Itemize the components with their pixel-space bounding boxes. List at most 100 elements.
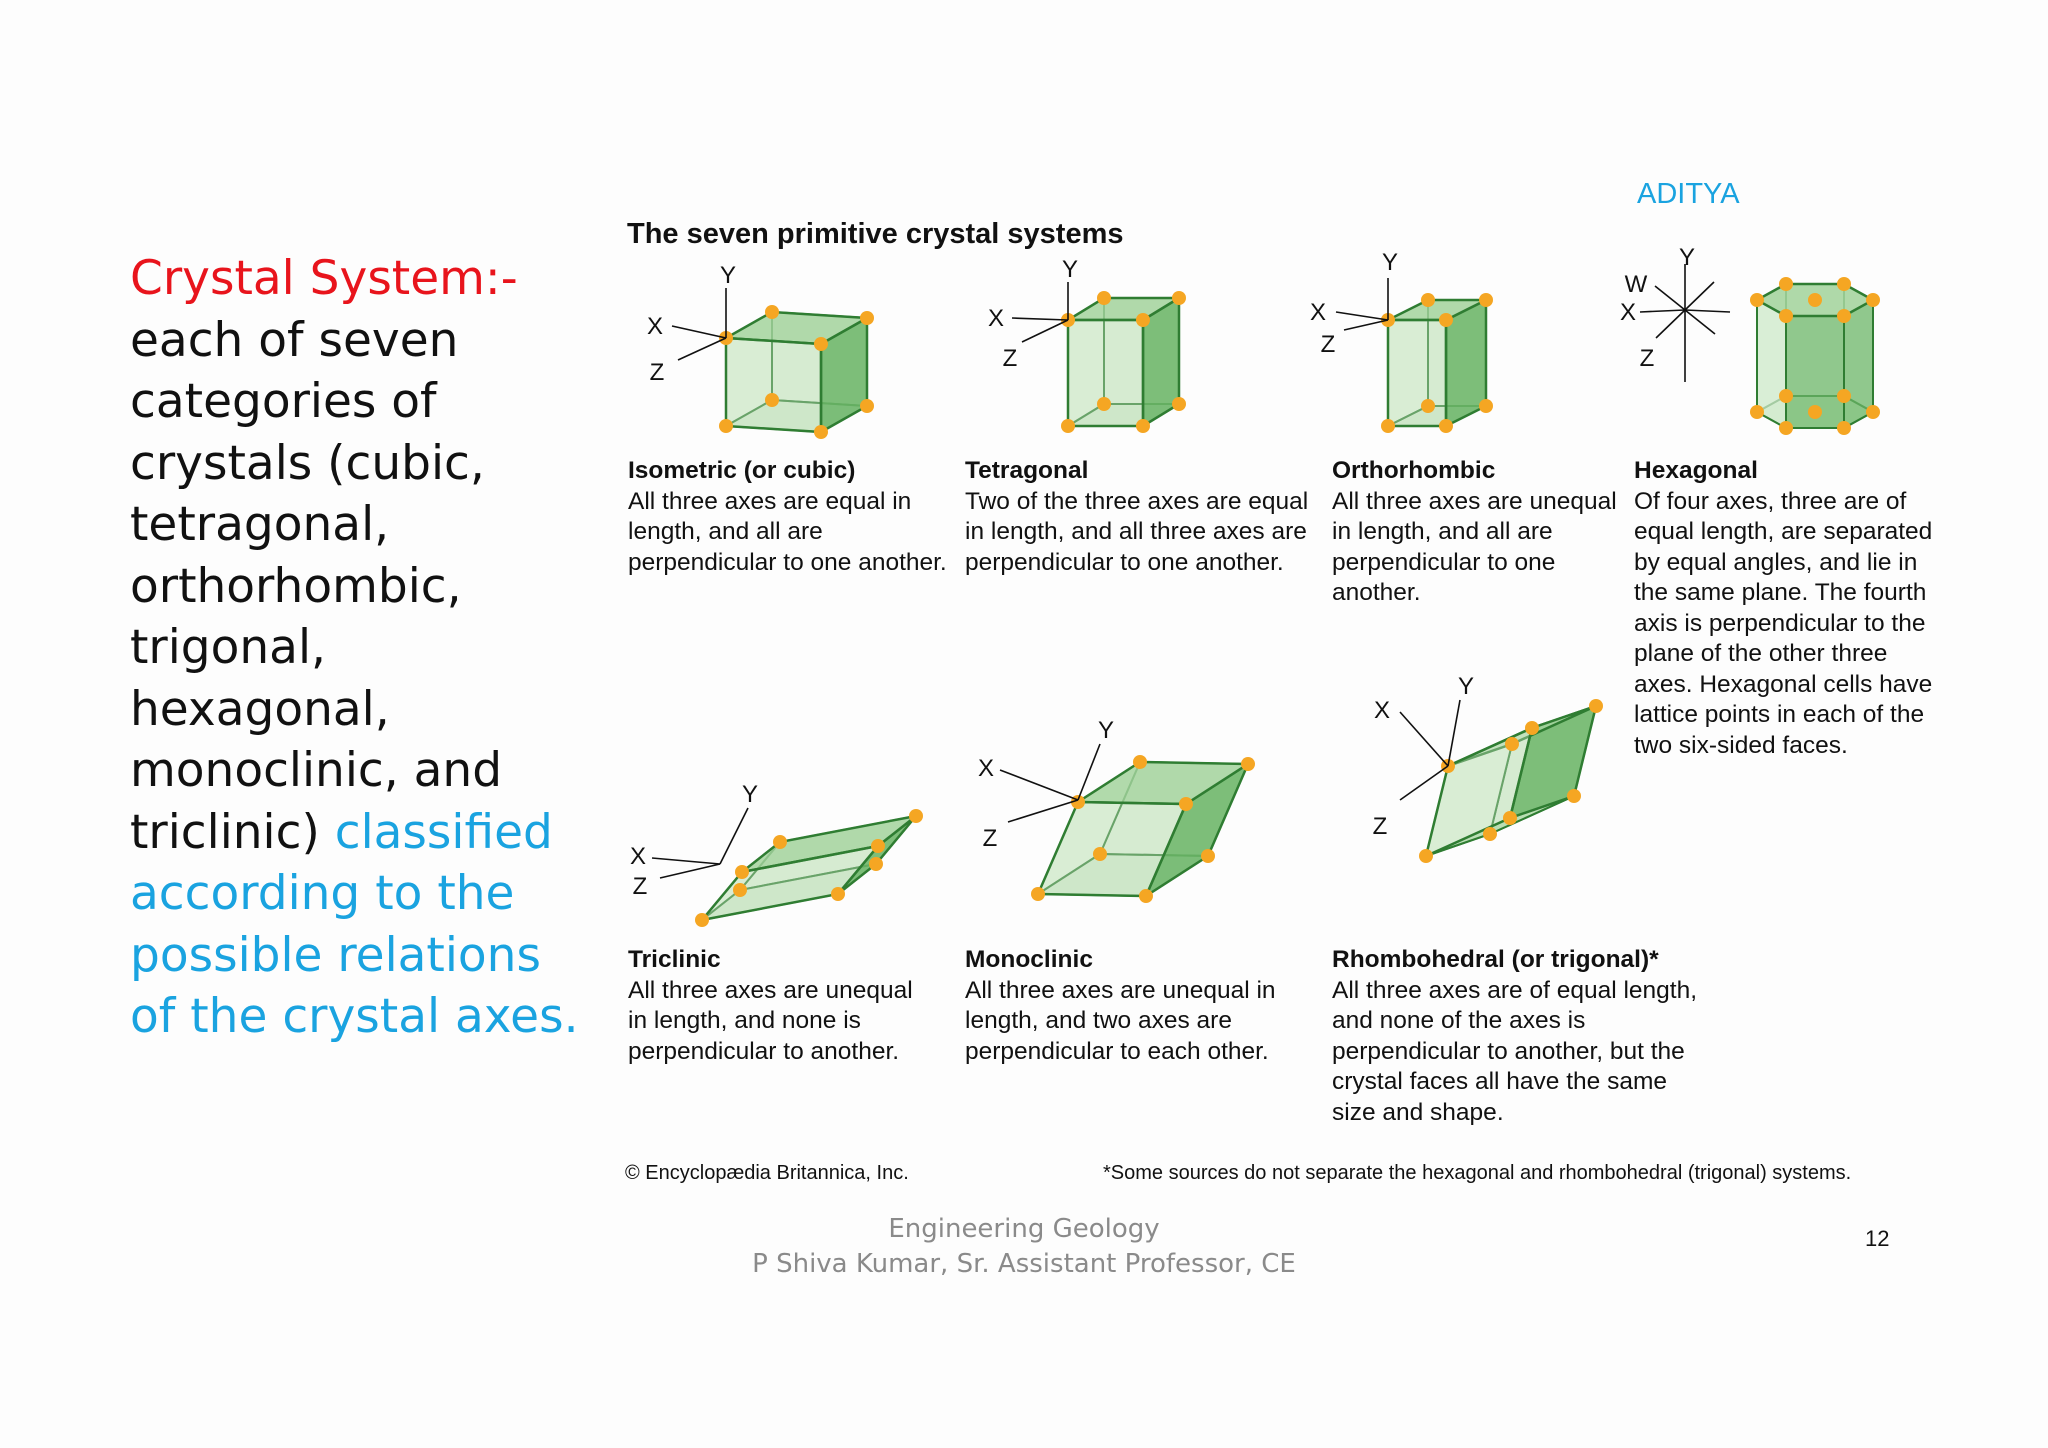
axis-label: X: [1620, 299, 1636, 326]
lattice-point: [695, 913, 709, 927]
lattice-point: [1779, 277, 1793, 291]
axis-label: Y: [720, 262, 736, 289]
axis-label: Y: [742, 781, 758, 808]
axis-line: [1399, 765, 1449, 801]
lattice-point: [1503, 811, 1517, 825]
axis-line: [1399, 711, 1449, 767]
brand-logo-text: ADITYA: [1637, 178, 1740, 210]
lattice-point: [719, 419, 733, 433]
axis-line: [1654, 285, 1686, 311]
lattice-point: [1525, 721, 1539, 735]
lattice-point: [1567, 789, 1581, 803]
axis-line: [659, 863, 721, 879]
lattice-point: [860, 399, 874, 413]
monoclinic-cell: YXZ: [978, 717, 1255, 903]
system-name: Rhombohedral (or trigonal)*: [1332, 946, 1659, 973]
axis-line: [1343, 319, 1389, 331]
lattice-point: [1201, 849, 1215, 863]
lattice-point: [1837, 277, 1851, 291]
lattice-point: [735, 865, 749, 879]
definition-body: each of seven categories of crystals (cu…: [130, 312, 503, 860]
system-name: Tetragonal: [965, 457, 1089, 484]
cubic-cell: YXZ: [647, 262, 874, 439]
axis-line: [1684, 281, 1715, 311]
axis-label: Z: [1321, 331, 1336, 358]
system-tetragonal: Tetragonal Two of the three axes are equ…: [965, 456, 1320, 578]
definition-heading: Crystal System:-: [130, 251, 518, 306]
system-description: Two of the three axes are equal in lengt…: [965, 487, 1309, 576]
axis-label: Z: [633, 873, 648, 900]
lattice-point: [1866, 293, 1880, 307]
system-hexagonal: Hexagonal Of four axes, three are of equ…: [1634, 456, 1934, 761]
lattice-point: [871, 839, 885, 853]
system-orthorhombic: Orthorhombic All three axes are unequal …: [1332, 456, 1622, 609]
triclinic-cell: YXZ: [630, 781, 923, 927]
axis-line: [1007, 799, 1079, 823]
axis-label: Y: [1062, 256, 1078, 283]
footer-course: Engineering Geology: [888, 1214, 1160, 1244]
lattice-point: [1421, 293, 1435, 307]
lattice-point: [773, 835, 787, 849]
axis-line: [999, 769, 1079, 801]
lattice-point: [1097, 397, 1111, 411]
system-name: Triclinic: [628, 946, 721, 973]
lattice-point: [831, 887, 845, 901]
lattice-point: [1808, 293, 1822, 307]
lattice-point: [909, 809, 923, 823]
axis-line: [677, 337, 727, 361]
lattice-point: [1172, 291, 1186, 305]
lattice-point: [1419, 849, 1433, 863]
system-isometric: Isometric (or cubic) All three axes are …: [628, 456, 948, 578]
lattice-point: [1439, 419, 1453, 433]
lattice-point: [1439, 313, 1453, 327]
system-name: Monoclinic: [965, 946, 1093, 973]
axis-line: [671, 325, 727, 339]
lattice-point: [1031, 887, 1045, 901]
lattice-point: [1133, 755, 1147, 769]
lattice-point: [1479, 293, 1493, 307]
lattice-point: [1061, 419, 1075, 433]
system-description: All three axes are equal in length, and …: [628, 487, 947, 576]
lattice-point: [1808, 405, 1822, 419]
axis-label: Y: [1458, 673, 1474, 700]
system-rhombohedral: Rhombohedral (or trigonal)* All three ax…: [1332, 945, 1712, 1128]
axis-line: [1011, 317, 1069, 321]
lattice-point: [1136, 313, 1150, 327]
lattice-point: [1837, 421, 1851, 435]
lattice-point: [1866, 405, 1880, 419]
cell-front-face: [724, 336, 823, 434]
tetragonal-cell: YXZ: [988, 256, 1186, 433]
axis-line: [1639, 309, 1686, 313]
footer-author: P Shiva Kumar, Sr. Assistant Professor, …: [752, 1249, 1296, 1279]
system-name: Orthorhombic: [1332, 457, 1496, 484]
lattice-point: [1505, 737, 1519, 751]
axis-label: Z: [1373, 813, 1388, 840]
axis-line: [1077, 743, 1101, 801]
axis-label: Z: [983, 825, 998, 852]
lattice-point: [1093, 847, 1107, 861]
lattice-point: [1779, 309, 1793, 323]
lattice-point: [1837, 309, 1851, 323]
lattice-point: [765, 305, 779, 319]
lattice-point: [1589, 699, 1603, 713]
system-monoclinic: Monoclinic All three axes are unequal in…: [965, 945, 1295, 1067]
lattice-point: [1421, 399, 1435, 413]
cell-front-face: [1386, 318, 1448, 428]
system-name: Isometric (or cubic): [628, 457, 856, 484]
system-description: All three axes are unequal in length, an…: [628, 976, 913, 1065]
axis-line: [1021, 319, 1069, 343]
figure-title: The seven primitive crystal systems: [627, 218, 1124, 250]
lattice-point: [1241, 757, 1255, 771]
lattice-point: [1750, 405, 1764, 419]
axis-label: W: [1625, 271, 1648, 298]
lattice-point: [1779, 421, 1793, 435]
system-triclinic: Triclinic All three axes are unequal in …: [628, 945, 918, 1067]
system-description: All three axes are of equal length, and …: [1332, 976, 1698, 1126]
page-number: 12: [1865, 1226, 1890, 1251]
lattice-point: [814, 425, 828, 439]
axis-line: [1684, 309, 1731, 313]
axis-label: X: [988, 305, 1004, 332]
lattice-point: [814, 337, 828, 351]
axis-label: Z: [1640, 345, 1655, 372]
axis-line: [651, 857, 721, 865]
